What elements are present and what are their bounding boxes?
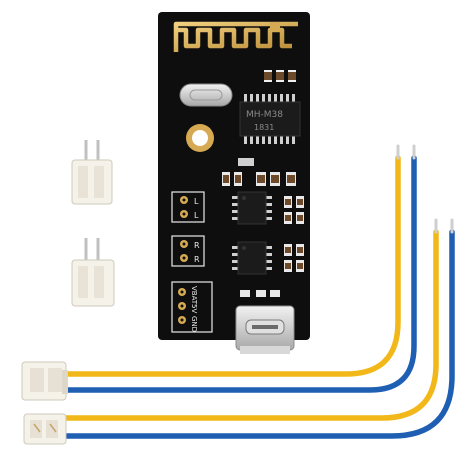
mounting-hole	[186, 124, 214, 152]
wire-blue-2	[57, 229, 455, 439]
wire-blue-1	[57, 155, 417, 393]
right-pad-label-2: R	[194, 255, 200, 264]
amplifier-chip-right	[232, 241, 272, 275]
pin-header-top	[71, 140, 113, 205]
chip-label: MH-M38	[246, 110, 283, 120]
pcb-antenna	[173, 21, 298, 52]
smd-components-bottom	[240, 290, 280, 297]
left-pad-label-1: L	[194, 197, 199, 206]
right-channel-pads: R R	[171, 235, 205, 267]
right-pad-label-1: R	[194, 241, 200, 250]
power-pads: VBAT 5V GND	[171, 281, 213, 333]
left-channel-pads: L L	[171, 191, 205, 223]
micro-usb-port	[235, 305, 295, 354]
pin-header-bottom	[71, 238, 115, 307]
wire-connector-bottom	[23, 413, 67, 445]
power-pad-label-gnd: GND	[190, 316, 198, 332]
wire-tips	[396, 144, 454, 234]
crystal-oscillator	[179, 83, 233, 107]
wire-connector-top	[21, 361, 68, 401]
power-pad-label-vbat: VBAT	[190, 286, 198, 305]
amplifier-chip-left	[232, 191, 272, 225]
smd-right-inner	[285, 199, 303, 269]
bluetooth-pcb-board: MH-M38 1831 L L	[158, 12, 310, 340]
chip-code: 1831	[254, 123, 274, 132]
smd-inner-caps	[223, 175, 295, 183]
power-pad-label-5v: 5V	[190, 304, 198, 313]
smd-components-top	[264, 70, 296, 82]
wire-harness	[57, 144, 455, 439]
bluetooth-chip: MH-M38 1831	[239, 94, 301, 144]
wire-yellow-2	[57, 229, 439, 421]
wire-yellow-1	[57, 155, 401, 377]
left-pad-label-2: L	[194, 211, 199, 220]
